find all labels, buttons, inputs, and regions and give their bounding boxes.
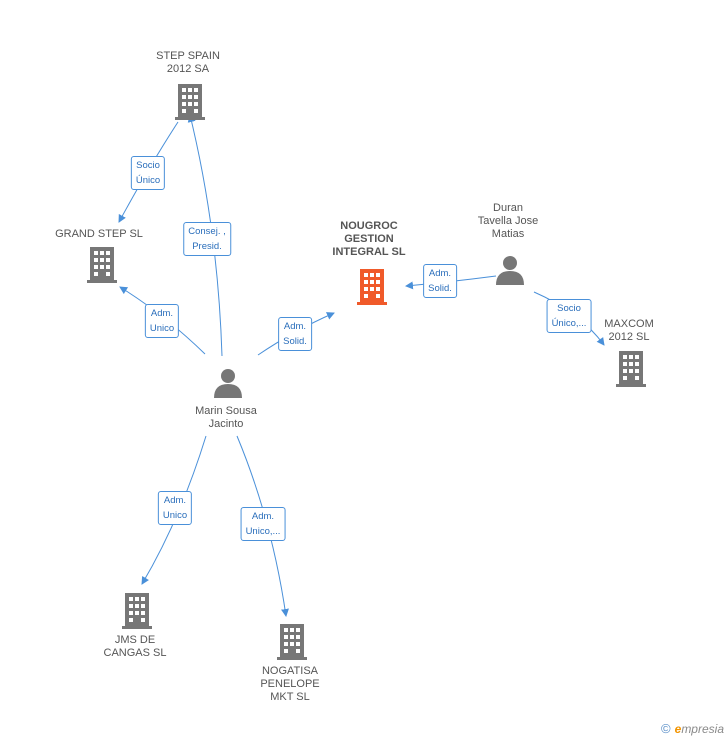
label-line: STEP SPAIN xyxy=(156,50,220,62)
label-line: GESTION xyxy=(344,233,394,245)
relation-badge[interactable]: Consej. , Presid. xyxy=(183,222,231,256)
building-icon[interactable] xyxy=(616,351,646,387)
label-line: Duran xyxy=(493,202,523,214)
relation-line: Unico,... xyxy=(245,526,281,537)
node-label-step-spain[interactable]: STEP SPAIN 2012 SA xyxy=(156,50,220,76)
label-line: PENELOPE xyxy=(260,678,320,690)
relation-line: Adm. xyxy=(251,511,275,522)
label-line: INTEGRAL SL xyxy=(332,246,406,258)
relation-badge[interactable]: Adm. Unico xyxy=(144,304,180,338)
label-line: NOGATISA xyxy=(261,665,319,677)
person-icon[interactable] xyxy=(213,368,243,398)
label-line: Tavella Jose xyxy=(477,215,539,227)
label-line: 2012 SA xyxy=(166,63,210,75)
label-line: MKT SL xyxy=(270,691,310,703)
brand-footer: © empresia xyxy=(661,721,724,736)
relation-badge[interactable]: Adm. Unico xyxy=(157,491,193,525)
relation-line: Adm. xyxy=(428,268,452,279)
label-line: Matias xyxy=(491,228,525,240)
label-line: NOUGROC xyxy=(340,220,398,232)
relation-line: Único,... xyxy=(551,318,587,329)
copyright-icon: © xyxy=(661,721,671,736)
relation-badge[interactable]: Socio Único,... xyxy=(546,299,592,333)
label-line: GRAND STEP SL xyxy=(55,228,143,240)
relation-badge[interactable]: Adm. Solid. xyxy=(278,317,312,351)
node-label-nougroc[interactable]: NOUGROC GESTION INTEGRAL SL xyxy=(332,220,405,259)
relation-line: Adm. xyxy=(163,495,187,506)
building-icon[interactable] xyxy=(175,84,205,120)
label-line: 2012 SL xyxy=(608,331,650,343)
relation-line: Socio xyxy=(557,303,581,314)
node-label-grand-step[interactable]: GRAND STEP SL xyxy=(55,228,143,241)
label-line: Jacinto xyxy=(208,418,244,430)
building-icon[interactable] xyxy=(87,247,117,283)
person-icon[interactable] xyxy=(495,255,525,285)
label-line: Marin Sousa xyxy=(195,405,257,417)
node-label-duran[interactable]: Duran Tavella Jose Matias xyxy=(478,202,539,241)
brand-rest: mpresia xyxy=(681,721,724,736)
building-icon[interactable] xyxy=(277,624,307,660)
node-label-marin[interactable]: Marin Sousa Jacinto xyxy=(195,405,257,431)
relation-line: Único xyxy=(135,175,161,186)
brand-initial: e xyxy=(674,721,682,736)
building-icon[interactable] xyxy=(122,593,152,629)
brand-logo[interactable]: empresia xyxy=(675,722,724,736)
label-line: CANGAS SL xyxy=(103,647,167,659)
relation-line: Unico xyxy=(162,510,188,521)
label-line: MAXCOM xyxy=(604,318,654,330)
relation-line: Solid. xyxy=(428,283,452,294)
relation-line: Solid. xyxy=(283,336,307,347)
relation-line: Consej. , xyxy=(188,226,226,237)
label-line: JMS DE xyxy=(114,634,156,646)
node-label-jms[interactable]: JMS DE CANGAS SL xyxy=(104,634,167,660)
relation-line: Adm. xyxy=(283,321,307,332)
node-label-nogatisa[interactable]: NOGATISA PENELOPE MKT SL xyxy=(260,665,319,704)
relation-line: Presid. xyxy=(192,241,222,252)
node-label-maxcom[interactable]: MAXCOM 2012 SL xyxy=(604,318,654,344)
relation-badge[interactable]: Socio Único xyxy=(130,156,166,190)
relation-line: Socio xyxy=(136,160,160,171)
relation-line: Adm. xyxy=(150,308,174,319)
main-building-icon[interactable] xyxy=(357,269,387,305)
relation-badge[interactable]: Adm. Solid. xyxy=(423,264,457,298)
relation-badge[interactable]: Adm. Unico,... xyxy=(240,507,286,541)
relation-line: Unico xyxy=(149,323,175,334)
